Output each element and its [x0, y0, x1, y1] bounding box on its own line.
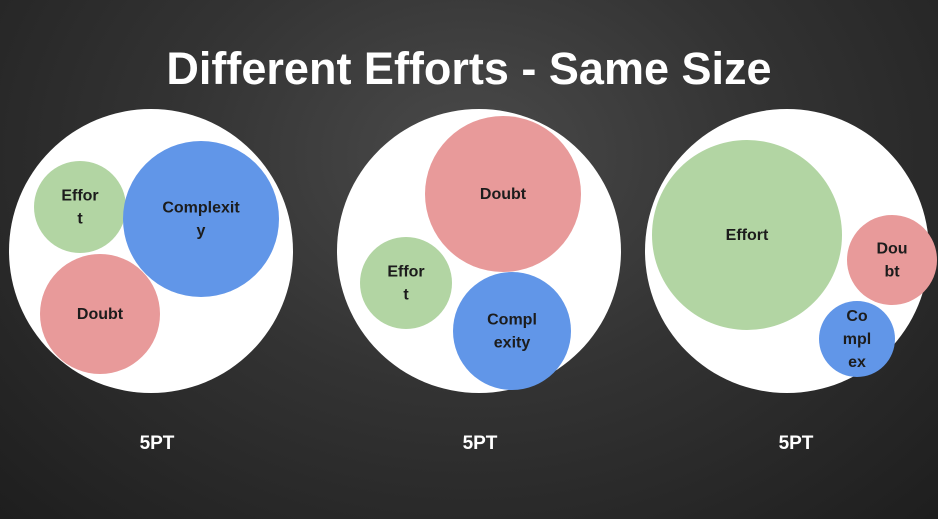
effort-circle [360, 237, 452, 329]
doubt-circle [847, 215, 937, 305]
effort-circle-label-line: t [77, 211, 83, 228]
doubt-circle-label-line: Dou [876, 241, 907, 258]
complexity-circle-label: Complexit y [162, 200, 240, 240]
complexity-circle-label-line: y [197, 223, 206, 240]
effort-circle-label: Effort [726, 227, 769, 244]
diagram-3-points-label: 5PT [778, 433, 814, 454]
doubt-circle-label-line: Doubt [77, 306, 124, 323]
doubt-circle-label: Doubt [77, 306, 124, 323]
doubt-circle-label: Doubt [480, 186, 527, 203]
complexity-circle [123, 141, 279, 297]
effort-circle-label-line: t [403, 287, 409, 304]
doubt-circle [40, 254, 160, 374]
slide-title: Different Efforts - Same Size [166, 43, 772, 94]
effort-circle [34, 161, 126, 253]
doubt-circle [425, 116, 581, 272]
effort-circle-label-line: Effor [387, 264, 424, 281]
complexity-circle [819, 301, 895, 377]
complexity-circle-label-line: Complexit [162, 200, 240, 217]
diagram-1-points-label: 5PT [139, 433, 175, 454]
complexity-circle-label-line: mpl [843, 331, 871, 348]
effort-circle [652, 140, 842, 330]
diagram-2-points-label: 5PT [462, 433, 498, 454]
complexity-circle-label-line: ex [848, 354, 866, 371]
doubt-circle-label: Dou bt [876, 241, 907, 281]
complexity-circle-label: Co mpl ex [843, 308, 871, 371]
effort-circle-label: Effor t [387, 264, 424, 304]
doubt-circle-label-line: Doubt [480, 186, 527, 203]
complexity-circle-label-line: Compl [487, 312, 537, 329]
complexity-circle [453, 272, 571, 390]
complexity-circle-label: Compl exity [487, 312, 537, 352]
complexity-circle-label-line: Co [846, 308, 868, 325]
complexity-circle-label-line: exity [494, 335, 531, 352]
doubt-circle-label-line: bt [884, 264, 900, 281]
effort-circle-label-line: Effort [726, 227, 769, 244]
effort-circle-label-line: Effor [61, 188, 98, 205]
effort-circle-label: Effor t [61, 188, 98, 228]
